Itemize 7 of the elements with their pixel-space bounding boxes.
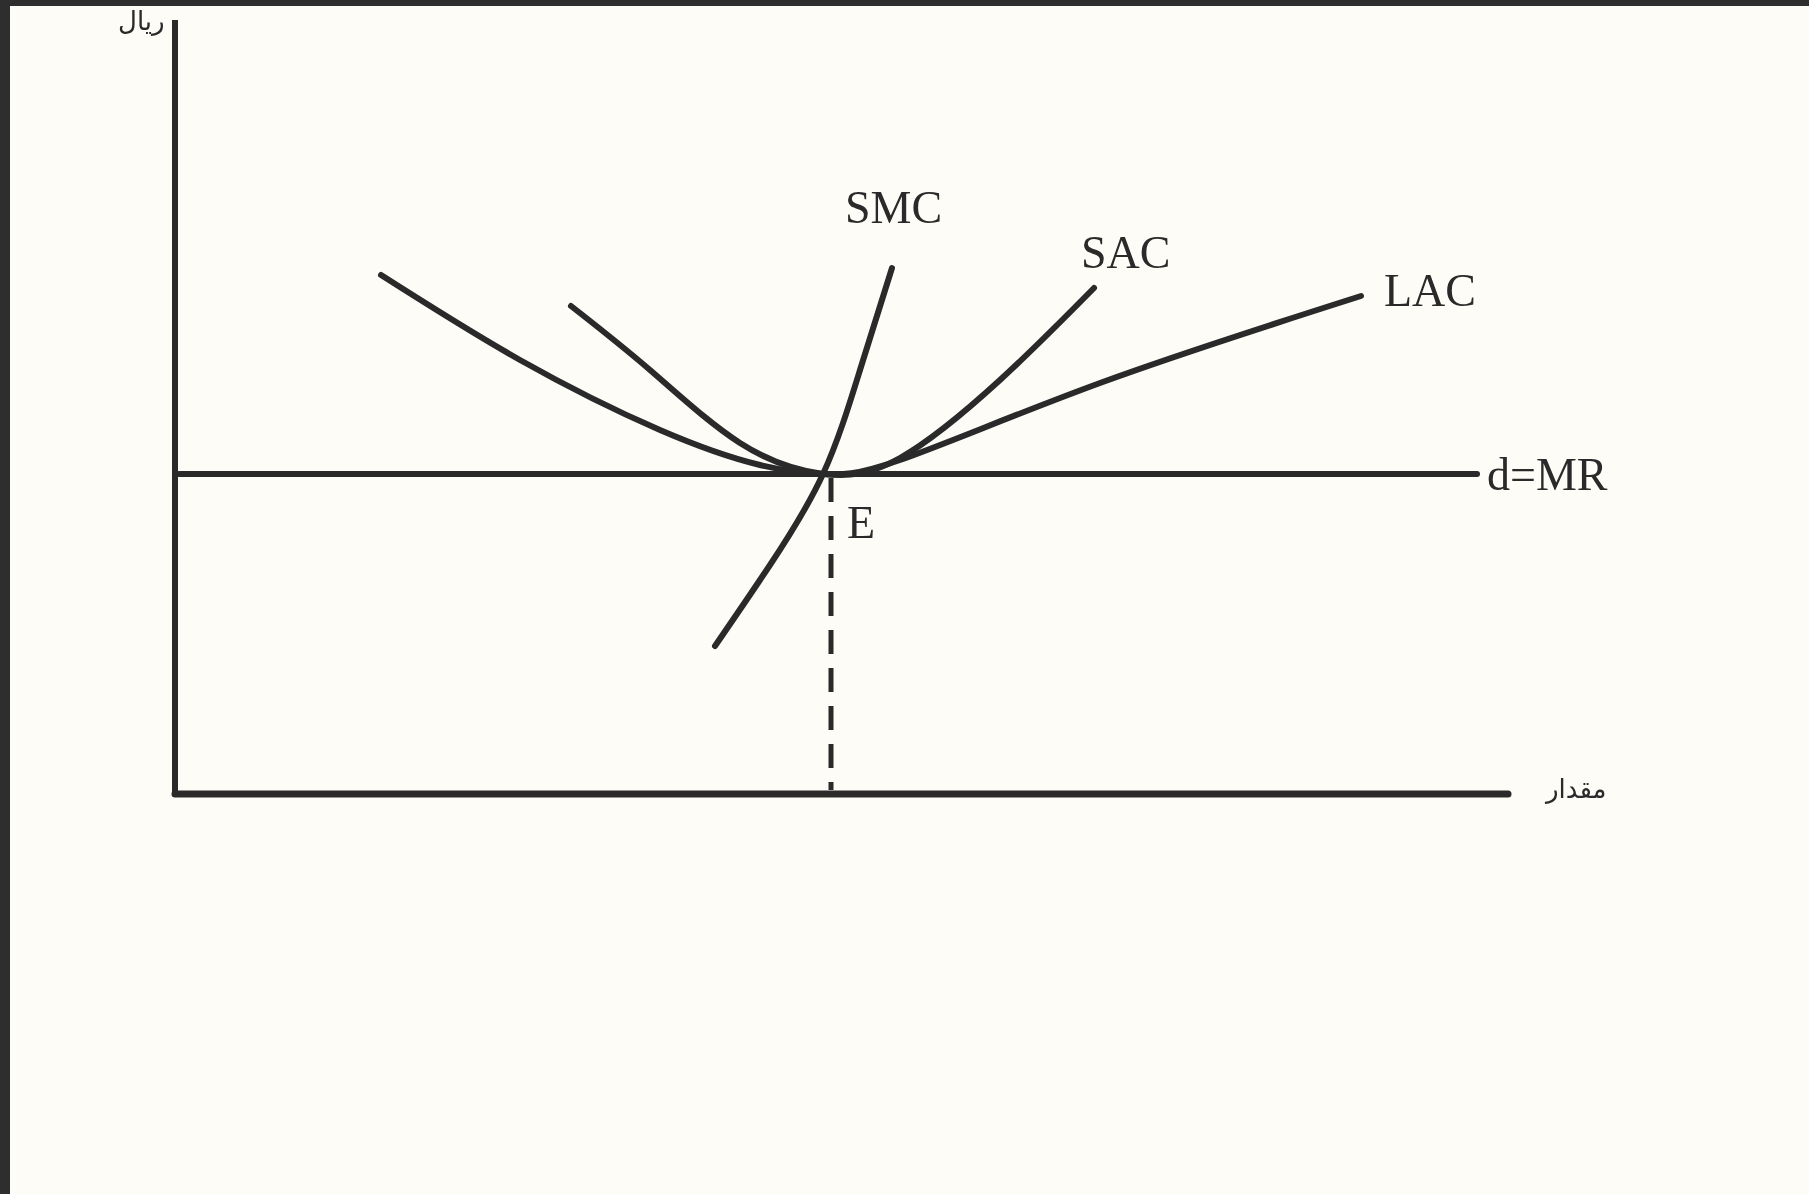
curve-label: SMC xyxy=(845,185,943,231)
curve-label: SAC xyxy=(1081,230,1171,276)
axis-label: ریال xyxy=(118,8,165,34)
curve-label: LAC xyxy=(1384,268,1476,314)
axis-label: مقدار xyxy=(1546,776,1607,802)
line-label: d=MR xyxy=(1487,452,1608,498)
point-label: E xyxy=(847,500,876,546)
